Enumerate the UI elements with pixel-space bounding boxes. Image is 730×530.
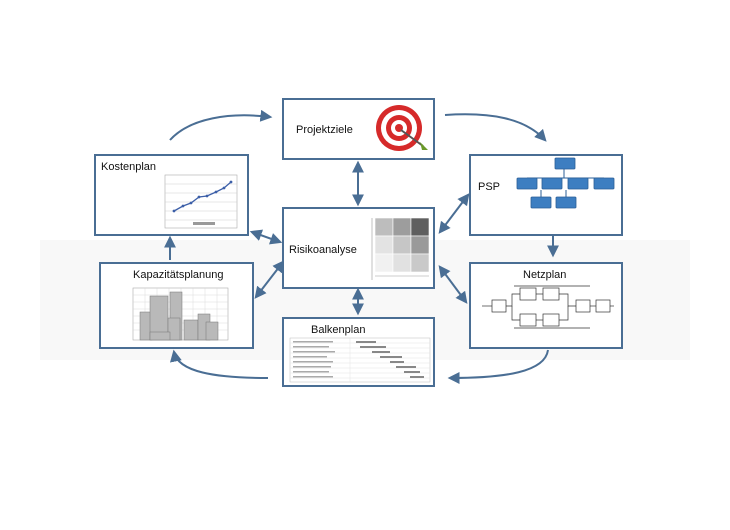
balkenplan-label: Balkenplan: [311, 324, 365, 336]
projektziele-label: Projektziele: [296, 124, 353, 136]
node-psp: PSP: [469, 154, 623, 236]
cycle-arrows: [164, 109, 559, 384]
kostenplan-label: Kostenplan: [101, 161, 156, 173]
line-chart-icon: [164, 174, 238, 229]
node-balkenplan: Balkenplan: [282, 317, 435, 387]
capacity-chart-icon: [132, 287, 229, 341]
risikoanalyse-label: Risikoanalyse: [289, 244, 357, 256]
node-projektziele: Projektziele: [282, 98, 435, 160]
risk-matrix-icon: [371, 217, 430, 280]
arrow-kostenplan-risiko: [249, 229, 283, 245]
arrow-kapazitaet-risiko: [254, 260, 285, 299]
node-netzplan: Netzplan: [469, 262, 623, 349]
arrow-projektziele-to-psp: [444, 113, 547, 142]
node-kostenplan: Kostenplan: [94, 154, 249, 236]
arrow-netzplan-risiko: [438, 265, 468, 304]
netzplan-label: Netzplan: [523, 269, 566, 281]
org-chart-icon: [516, 157, 615, 209]
arrow-balkenplan-to-kapazitaet: [170, 349, 269, 379]
target-icon: [376, 105, 428, 151]
node-kapazitaetsplanung: Kapazitätsplanung: [99, 262, 254, 349]
gantt-chart-icon: [289, 337, 431, 383]
psp-label: PSP: [478, 181, 500, 193]
arrow-psp-risiko: [438, 193, 470, 234]
arrow-netzplan-to-balkenplan: [447, 349, 549, 384]
kapazitaetsplanung-label: Kapazitätsplanung: [133, 269, 224, 281]
risk-links: [249, 160, 470, 316]
arrow-kostenplan-to-projektziele: [169, 109, 273, 141]
network-diagram-icon: [482, 285, 614, 329]
node-risikoanalyse: Risikoanalyse: [282, 207, 435, 289]
